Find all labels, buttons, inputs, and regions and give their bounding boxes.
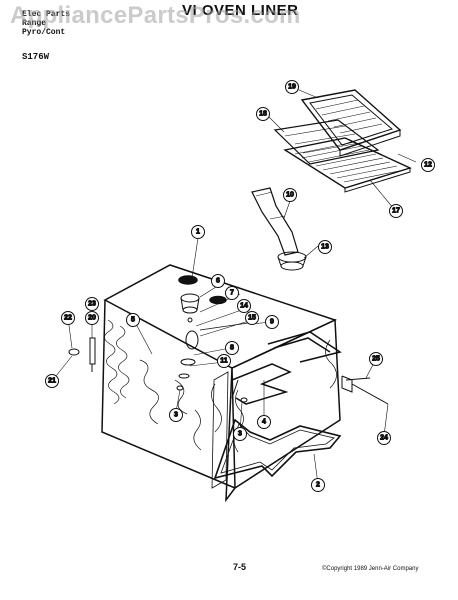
callout-number: 21: [48, 378, 56, 385]
callout-22: 22: [61, 311, 75, 325]
callout-number: 22: [64, 315, 72, 322]
callout-number: 18: [259, 111, 267, 118]
callout-1: 1: [191, 225, 205, 239]
callout-21: 21: [45, 374, 59, 388]
callout-number: 12: [424, 162, 432, 169]
callout-number: 15: [248, 315, 256, 322]
callout-11: 11: [217, 354, 231, 368]
callout-number: 4: [262, 419, 266, 426]
callout-9: 9: [265, 315, 279, 329]
watermark: AppliancePartsPros.com: [10, 2, 301, 29]
callout-number: 8: [230, 345, 234, 352]
callout-number: 3: [238, 431, 242, 438]
callout-4: 4: [257, 415, 271, 429]
lamp-assembly: [178, 293, 256, 379]
model-number: S176W: [22, 52, 50, 62]
callout-3-left: 3: [169, 408, 183, 422]
callout-number: 25: [372, 356, 380, 363]
callout-5: 5: [126, 313, 140, 327]
oven-rack: [283, 137, 412, 193]
header-line-3: Pyro/Cont: [22, 28, 66, 37]
callout-23: 23: [85, 297, 99, 311]
broil-pan-insert: [273, 119, 380, 165]
page-number: 7-5: [233, 562, 247, 572]
callout-number: 19: [288, 84, 296, 91]
header-line-1: Elec Parts: [22, 10, 71, 19]
callout-number: 17: [392, 208, 400, 215]
callout-number: 5: [131, 317, 135, 324]
vent-collar: [277, 251, 307, 271]
callout-number: 1: [196, 229, 200, 236]
callout-17: 17: [389, 204, 403, 218]
callout-6: 6: [211, 274, 225, 288]
callout-number: 2: [316, 482, 320, 489]
callout-19: 19: [285, 80, 299, 94]
callout-13: 13: [318, 240, 332, 254]
callout-number: 24: [380, 435, 388, 442]
callout-24: 24: [377, 431, 391, 445]
callout-2: 2: [311, 478, 325, 492]
callout-number: 13: [321, 244, 329, 251]
header-line-2: Range: [22, 19, 47, 28]
oven-liner: [101, 264, 341, 503]
callout-number: 20: [88, 315, 96, 322]
callout-10: 10: [283, 188, 297, 202]
callout-number: 11: [220, 358, 228, 365]
bake-element: [213, 418, 342, 480]
callout-8: 8: [225, 341, 239, 355]
broil-element: [231, 331, 342, 405]
callout-number: 23: [88, 301, 96, 308]
callout-3-right: 3: [233, 427, 247, 441]
callout-7: 7: [225, 286, 239, 300]
callout-number: 6: [216, 278, 220, 285]
bracket-and-wire: [341, 375, 389, 405]
callout-number: 9: [270, 319, 274, 326]
callout-20: 20: [85, 311, 99, 325]
callout-12: 12: [421, 158, 435, 172]
page-title: VI OVEN LINER: [182, 2, 299, 19]
callout-number: 10: [286, 192, 294, 199]
callout-25: 25: [369, 352, 383, 366]
callout-18: 18: [256, 107, 270, 121]
screw-parts: [68, 337, 248, 403]
broil-pan: [300, 89, 402, 157]
callout-14: 14: [237, 299, 251, 313]
callout-number: 3: [174, 412, 178, 419]
callout-number: 7: [230, 290, 234, 297]
callout-15: 15: [245, 311, 259, 325]
copyright-notice: ©Copyright 1989 Jenn-Air Company: [322, 566, 419, 572]
callout-number: 14: [240, 303, 248, 310]
